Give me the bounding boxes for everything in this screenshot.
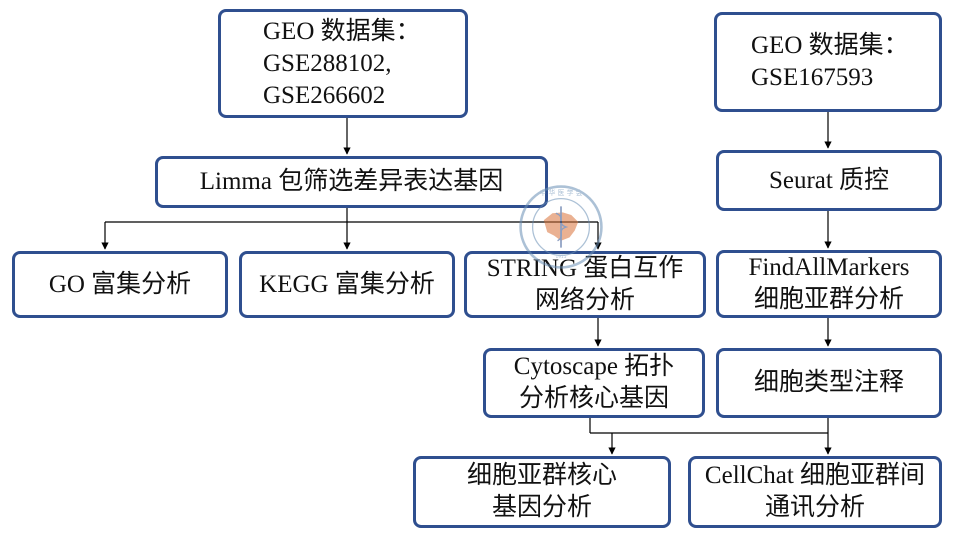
chinese-medical-association-seal-watermark: 中 华 医 学 会 1915 bbox=[519, 185, 603, 269]
node-limma: Limma 包筛选差异表达基因 bbox=[155, 156, 548, 208]
node-line: FindAllMarkers bbox=[748, 254, 910, 281]
node-line: GSE167593 bbox=[751, 64, 874, 91]
node-geo-dataset-sc: GEO 数据集： GSE167593 bbox=[714, 12, 942, 112]
node-line: Seurat 质控 bbox=[768, 166, 890, 194]
node-line: Limma 包筛选差异表达基因 bbox=[199, 168, 504, 195]
node-line: CellChat 细胞亚群间 bbox=[704, 462, 926, 489]
node-line: 通讯分析 bbox=[764, 494, 865, 521]
node-line: Cytoscape 拓扑 bbox=[513, 353, 675, 380]
node-line: GSE288102, bbox=[263, 49, 392, 77]
node-line: GO 富集分析 bbox=[48, 270, 192, 298]
node-go-enrichment: GO 富集分析 bbox=[12, 251, 228, 318]
node-line: GSE266602 bbox=[263, 81, 386, 109]
node-geo-datasets-bulk: GEO 数据集： GSE288102, GSE266602 bbox=[218, 9, 468, 118]
node-kegg-enrichment: KEGG 富集分析 bbox=[239, 251, 455, 318]
svg-text:1915: 1915 bbox=[556, 254, 567, 260]
node-line: 细胞亚群核心 bbox=[466, 462, 617, 489]
svg-text:中 华 医 学 会: 中 华 医 学 会 bbox=[539, 188, 582, 197]
node-line: KEGG 富集分析 bbox=[259, 270, 435, 298]
node-line: GEO 数据集： bbox=[751, 32, 909, 59]
node-line: 网络分析 bbox=[534, 286, 635, 314]
node-line: 基因分析 bbox=[491, 494, 592, 521]
node-string-ppi: STRING 蛋白互作 网络分析 bbox=[464, 251, 706, 318]
node-cell-type-annotation: 细胞类型注释 bbox=[716, 348, 942, 418]
node-line: 分析核心基因 bbox=[518, 385, 669, 412]
node-findallmarkers: FindAllMarkers 细胞亚群分析 bbox=[716, 250, 942, 318]
node-cytoscape: Cytoscape 拓扑 分析核心基因 bbox=[483, 348, 705, 418]
node-subcluster-core-genes: 细胞亚群核心 基因分析 bbox=[413, 456, 671, 528]
node-line: 细胞亚群分析 bbox=[753, 286, 904, 313]
node-line: 细胞类型注释 bbox=[753, 369, 904, 396]
node-line: GEO 数据集： bbox=[263, 17, 421, 45]
node-cellchat: CellChat 细胞亚群间 通讯分析 bbox=[688, 456, 942, 528]
node-seurat-qc: Seurat 质控 bbox=[716, 150, 942, 211]
